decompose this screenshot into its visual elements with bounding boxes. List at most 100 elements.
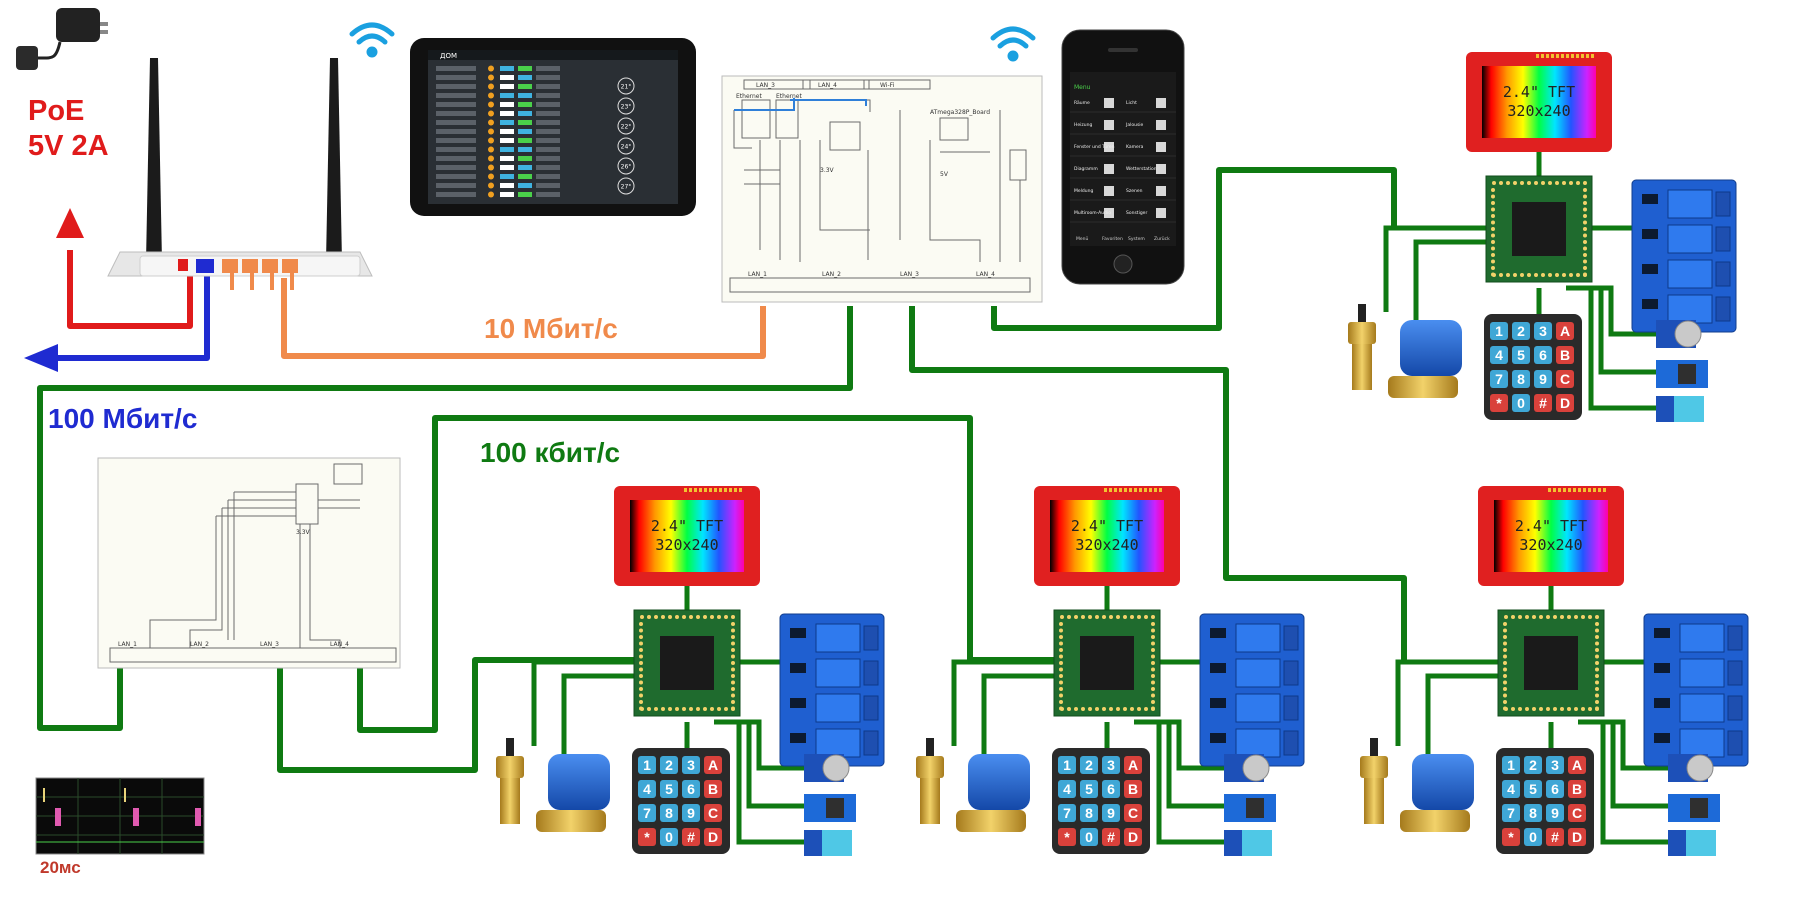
humidity-sensor	[804, 830, 852, 856]
phone-footer-item: System	[1128, 236, 1145, 242]
key-label: *	[644, 829, 650, 845]
pin-pad	[710, 707, 714, 711]
tablet-toggle	[500, 129, 514, 134]
phone-menu-item: Sonstiger	[1126, 210, 1147, 216]
pin-pad	[1583, 220, 1587, 225]
tablet-toggle	[500, 147, 514, 152]
key-button	[1568, 780, 1586, 798]
schematic-chip-label: Ethernet	[736, 93, 762, 100]
relay-terminal	[1727, 660, 1743, 686]
pin-pad	[647, 707, 651, 711]
pin-pad	[1595, 622, 1599, 626]
relay-driver	[790, 628, 806, 638]
key-button	[660, 828, 678, 846]
router-lan-port	[242, 259, 258, 273]
tft-pin	[1129, 488, 1132, 492]
router-power-port	[178, 259, 188, 271]
phone-menu-item: Räume	[1074, 100, 1090, 106]
key-button	[1124, 828, 1142, 846]
pin-pad	[703, 707, 707, 711]
key-button	[704, 804, 722, 822]
pin-pad	[1511, 707, 1515, 711]
tft-pin	[734, 488, 737, 492]
mcu-board	[633, 609, 741, 717]
tft-pin	[1566, 54, 1569, 58]
key-label: 3	[687, 757, 695, 773]
lan-uplink-wire	[40, 268, 210, 361]
key-label: 8	[1517, 371, 1525, 387]
pin-pad	[1503, 680, 1507, 685]
pin-pad	[1116, 707, 1120, 711]
phone-menu-item: Szenen	[1126, 188, 1143, 194]
relay-terminal	[863, 730, 879, 756]
key-label: 3	[1551, 757, 1559, 773]
relay	[815, 623, 861, 653]
pin-pad	[1491, 253, 1495, 257]
key-label: C	[1560, 371, 1570, 387]
relay-module	[1199, 613, 1305, 767]
phone-menu-item: Wetterstation	[1126, 166, 1157, 172]
relay	[1667, 189, 1713, 219]
tablet-row-label	[436, 147, 476, 152]
key-button	[1502, 828, 1520, 846]
key-label: 9	[1539, 371, 1547, 387]
pin-pad	[1541, 273, 1545, 277]
pin-pad	[724, 707, 728, 711]
pin-pad	[654, 707, 658, 711]
pin-pad	[1491, 240, 1495, 244]
key-label: *	[1496, 395, 1502, 411]
pin-pad	[1059, 661, 1063, 665]
tablet-row-value	[536, 93, 560, 98]
key-button	[638, 828, 656, 846]
pin-pad	[1534, 181, 1538, 185]
key-label: 0	[1517, 395, 1525, 411]
power-icon	[488, 173, 494, 180]
key-label: C	[708, 805, 718, 821]
pin-pad	[675, 615, 679, 619]
relay	[1679, 658, 1725, 688]
relay-terminal	[1283, 660, 1299, 686]
pin-pad	[1532, 615, 1536, 619]
pin-pad	[710, 615, 714, 619]
key-button	[1502, 780, 1520, 798]
power-icon	[488, 128, 494, 135]
key-label: 4	[643, 781, 651, 797]
pin-pad	[1548, 181, 1552, 185]
pin-pad	[1595, 674, 1599, 678]
pin-pad	[1534, 273, 1538, 277]
key-label: 1	[1507, 757, 1515, 773]
key-button	[1524, 828, 1542, 846]
tablet-row-label	[436, 165, 476, 170]
tft-pin	[1134, 488, 1137, 492]
key-label: A	[1560, 323, 1570, 339]
key-label: 7	[1063, 805, 1071, 821]
pin-pad	[1513, 273, 1517, 277]
motorized-valve	[536, 754, 610, 832]
tablet-toggle	[500, 156, 514, 161]
key-label: 5	[1517, 347, 1525, 363]
router	[107, 58, 373, 290]
tft-label-line1: 2.4" TFT	[651, 517, 723, 535]
tft-label-line2: 320x240	[1075, 536, 1138, 554]
tft-pin	[1556, 54, 1559, 58]
pin-pad	[1102, 615, 1106, 619]
flow-sensor	[1348, 304, 1376, 390]
pin-pad	[1491, 194, 1495, 199]
tft-pin	[694, 488, 697, 492]
pin-pad	[1491, 214, 1495, 218]
pin-pad	[1574, 615, 1578, 619]
pin-pad	[1074, 707, 1078, 711]
schematic-bottom-label: LAN_3	[900, 271, 919, 278]
pin-pad	[1506, 181, 1510, 185]
temp-gauge	[617, 97, 635, 115]
pin-pad	[1491, 233, 1495, 238]
speed-label-10mbit: 10 Мбит/с	[484, 313, 618, 344]
pin-pad	[1059, 667, 1063, 672]
pin-pad	[1567, 615, 1571, 619]
power-icon	[488, 191, 494, 198]
key-button	[1490, 322, 1508, 340]
relay	[1235, 728, 1281, 758]
pin-pad	[1595, 687, 1599, 691]
